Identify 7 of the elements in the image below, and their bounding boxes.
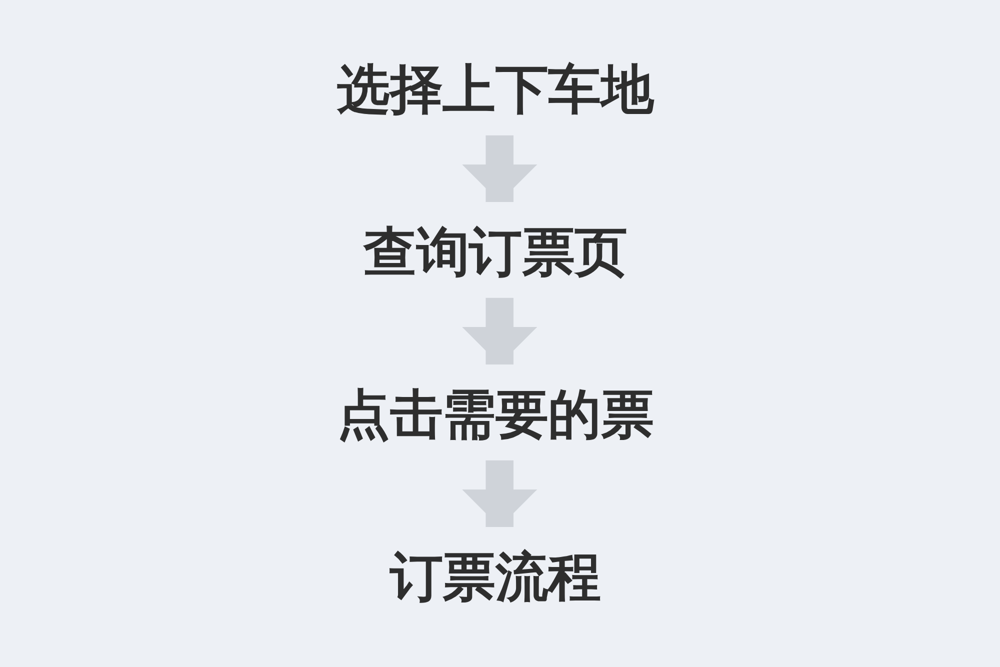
node-text: 选择上下车地 [338,58,654,120]
node-text: 查询订票页 [364,221,628,282]
arrow [462,460,538,527]
arrow [462,134,538,202]
arrow [462,297,538,364]
node-text: 点击需要的票 [338,384,654,445]
node-text: 订票流程 [390,546,602,608]
